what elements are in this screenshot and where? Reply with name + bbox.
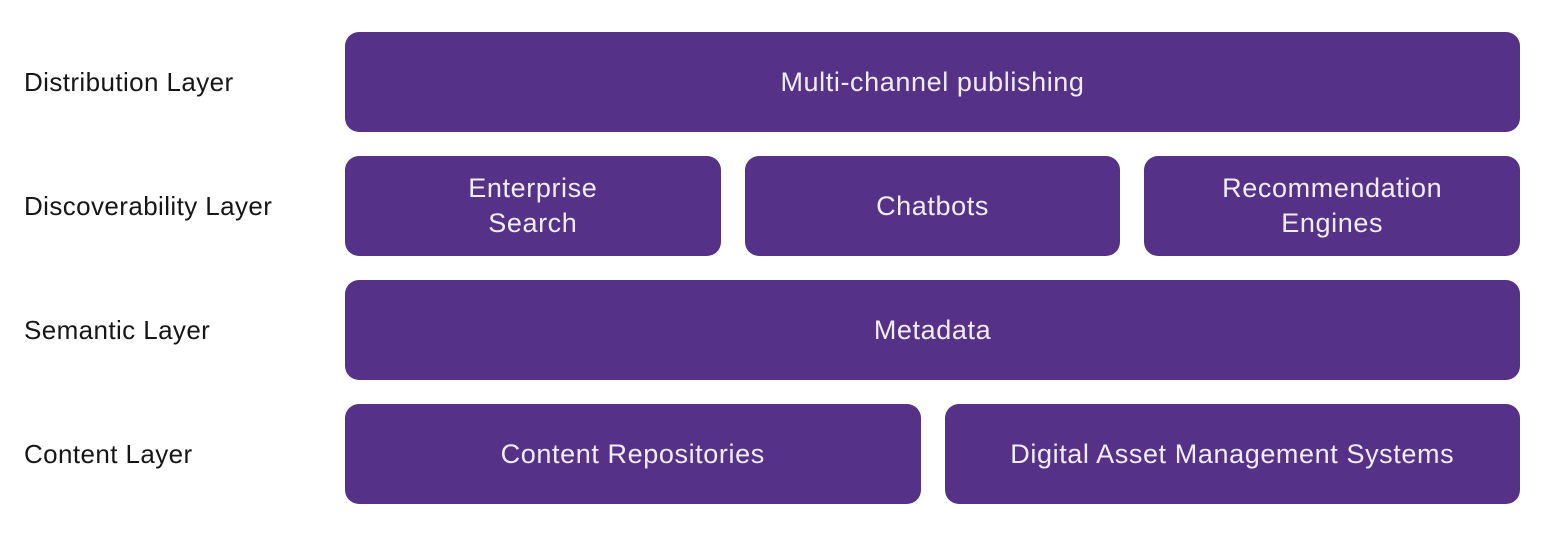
component-box: Recommendation Engines xyxy=(1144,156,1521,256)
layer-label: Semantic Layer xyxy=(24,314,211,345)
layer-row: Semantic Layer Metadata xyxy=(24,280,1520,380)
layer-row: Discoverability Layer Enterprise Search … xyxy=(24,156,1521,256)
layer-label: Content Layer xyxy=(24,438,193,469)
component-label: Content Repositories xyxy=(500,438,765,469)
component-box: Chatbots xyxy=(744,156,1121,256)
layer-row: Distribution Layer Multi-channel publish… xyxy=(24,32,1520,132)
layer-boxes: Enterprise Search Chatbots Recommendatio… xyxy=(345,156,1521,256)
layer-label: Discoverability Layer xyxy=(24,190,273,221)
layer-boxes: Content Repositories Digital Asset Manag… xyxy=(345,404,1520,504)
component-box: Digital Asset Management Systems xyxy=(944,404,1520,504)
component-label: Digital Asset Management Systems xyxy=(1010,438,1455,469)
layer-label: Distribution Layer xyxy=(24,66,234,97)
component-label: Recommendation Engines xyxy=(1222,173,1443,238)
component-label: Enterprise Search xyxy=(468,173,598,238)
layer-boxes: Metadata xyxy=(345,280,1520,380)
component-box: Multi-channel publishing xyxy=(345,32,1520,132)
component-box: Content Repositories xyxy=(345,404,921,504)
component-label: Multi-channel publishing xyxy=(780,66,1085,97)
layer-row: Content Layer Content Repositories Digit… xyxy=(24,404,1520,504)
component-label: Chatbots xyxy=(876,190,989,221)
component-label: Metadata xyxy=(873,314,992,345)
layer-boxes: Multi-channel publishing xyxy=(345,32,1520,132)
component-box: Enterprise Search xyxy=(345,156,721,256)
component-box: Metadata xyxy=(345,280,1520,380)
